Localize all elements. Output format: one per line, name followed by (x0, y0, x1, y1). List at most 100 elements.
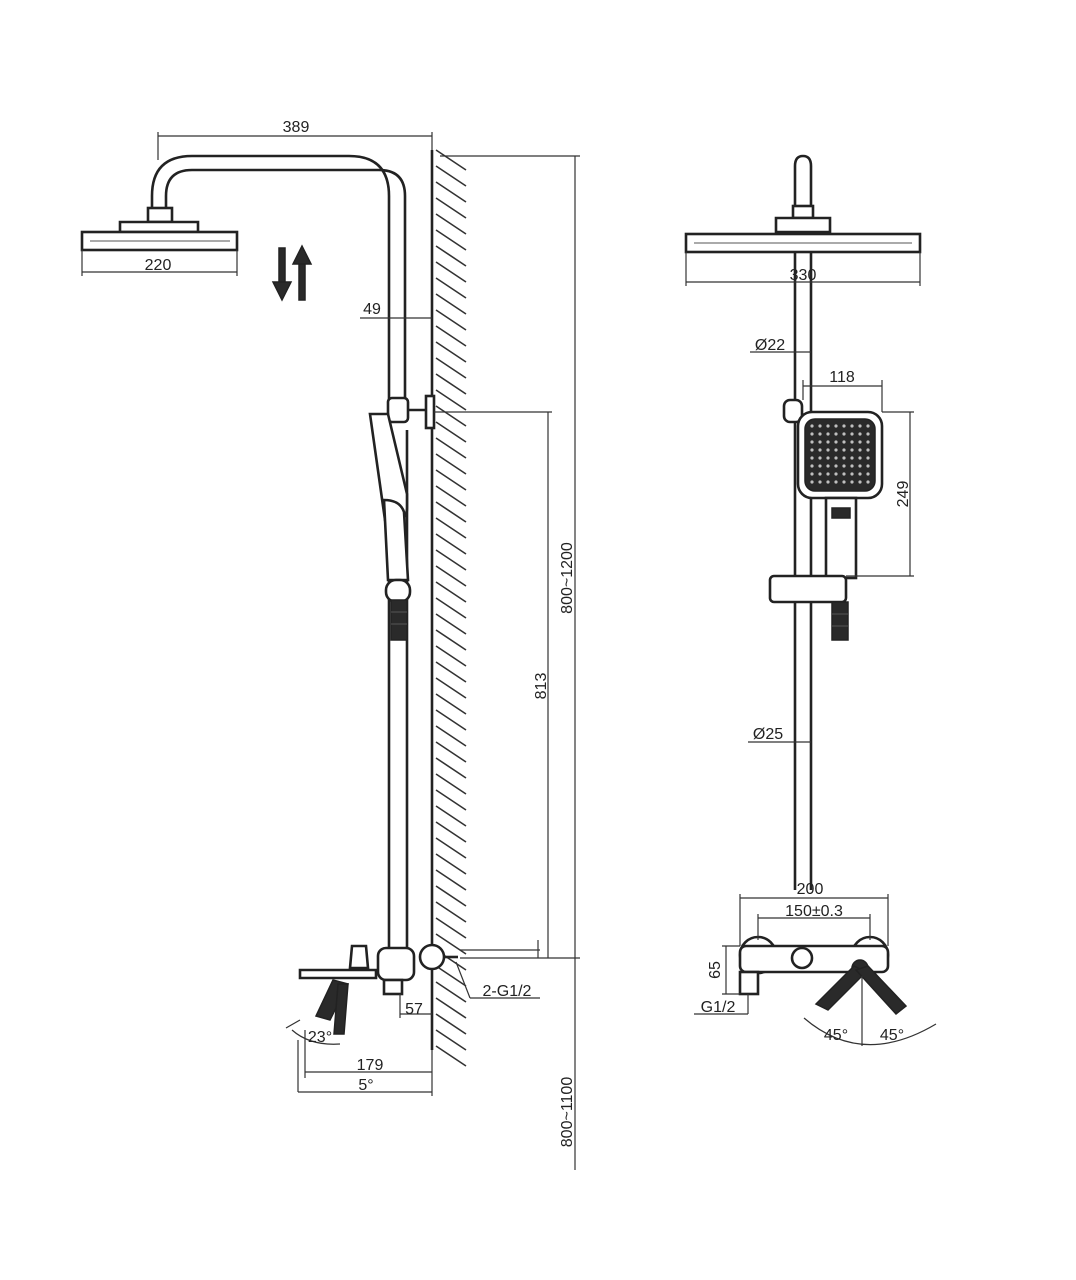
hatch-line (435, 757, 467, 779)
dim-center-distance: 150±0.3 (785, 903, 843, 920)
hatch-line (435, 197, 467, 219)
hatch-line (435, 213, 467, 235)
nozzle-dot (826, 432, 830, 436)
hatch-line (435, 1045, 467, 1067)
nozzle-dot (842, 424, 846, 428)
nozzle-dot (850, 424, 854, 428)
nozzle-dot (858, 472, 862, 476)
hatch-line (435, 613, 467, 635)
dim-lower-pipe: Ø25 (753, 726, 783, 743)
dim-head-width: 220 (145, 257, 172, 274)
hatch-line (435, 469, 467, 491)
dim-lever-left: 45° (824, 1027, 848, 1044)
hatch-line (435, 773, 467, 795)
hatch-line (435, 421, 467, 443)
hatch-line (435, 853, 467, 875)
front-riser-pipe (793, 252, 813, 890)
wall (430, 149, 467, 1067)
hatch-line (435, 1013, 467, 1035)
hatch-line (435, 709, 467, 731)
hatch-line (435, 357, 467, 379)
hatch-line (435, 997, 467, 1019)
nozzle-dot (818, 432, 822, 436)
side-view: 389 220 49 800~1200 813 2-G1/2 57 23° 17… (80, 119, 580, 1170)
nozzle-dot (842, 480, 846, 484)
nozzle-dot (850, 472, 854, 476)
hatch-line (435, 549, 467, 571)
hatch-line (435, 565, 467, 587)
hatch-line (435, 661, 467, 683)
hatch-line (435, 629, 467, 651)
hatch-line (435, 581, 467, 603)
nozzle-dot (866, 440, 870, 444)
hatch-line (435, 917, 467, 939)
nozzle-dot (858, 456, 862, 460)
nozzle-dot (850, 480, 854, 484)
nozzle-dot (866, 424, 870, 428)
nozzle-dot (810, 472, 814, 476)
dim-thread: G1/2 (701, 999, 736, 1016)
nozzle-dot (858, 480, 862, 484)
hatch-line (435, 645, 467, 667)
dim-lever-right: 45° (880, 1027, 904, 1044)
nozzle-dot (866, 472, 870, 476)
hatch-line (435, 325, 467, 347)
nozzle-dot (810, 440, 814, 444)
nozzle-dot (834, 456, 838, 460)
nozzle-dot (858, 448, 862, 452)
nozzle-dot (834, 432, 838, 436)
nozzle-dot (818, 472, 822, 476)
nozzle-dot (826, 472, 830, 476)
nozzle-dot (850, 464, 854, 468)
nozzle-dot (818, 448, 822, 452)
hatch-line (435, 677, 467, 699)
hatch-line (435, 981, 467, 1003)
nozzle-dot (826, 456, 830, 460)
dim-height-range: 800~1200 (559, 542, 576, 614)
hatch-line (435, 933, 467, 955)
hatch-line (435, 885, 467, 907)
nozzle-dot (810, 432, 814, 436)
nozzle-dot (850, 432, 854, 436)
hand-shower (368, 412, 412, 641)
hatch-line (435, 293, 467, 315)
dim-mixer-width: 200 (797, 881, 824, 898)
nozzle-dot (810, 456, 814, 460)
hatch-line (435, 181, 467, 203)
hatch-line (435, 245, 467, 267)
hatch-line (435, 229, 467, 251)
nozzle-dot (842, 440, 846, 444)
hatch-line (435, 805, 467, 827)
hatch-line (435, 389, 467, 411)
nozzle-dot (818, 480, 822, 484)
nozzle-dot (826, 448, 830, 452)
hatch-line (435, 725, 467, 747)
hatch-line (435, 901, 467, 923)
nozzle-dot (858, 440, 862, 444)
nozzle-dot (826, 440, 830, 444)
nozzle-dot (842, 472, 846, 476)
front-hand-shower (768, 398, 884, 641)
front-view: 330 Ø22 118 249 Ø25 200 150±0.3 65 G1/2 … (684, 154, 937, 1046)
nozzle-dot (818, 424, 822, 428)
nozzle-dot (858, 432, 862, 436)
dim-spout-length: 179 (357, 1057, 384, 1074)
dim-width-total: 389 (283, 119, 310, 136)
wall-hatching (435, 149, 467, 1067)
dim-bracket-height: 813 (533, 673, 550, 700)
slide-arrows-icon (271, 244, 313, 302)
nozzle-dot (826, 424, 830, 428)
nozzle-dot (842, 448, 846, 452)
nozzle-dot (866, 456, 870, 460)
hatch-line (435, 453, 467, 475)
nozzle-dot (810, 480, 814, 484)
nozzle-dot (818, 440, 822, 444)
nozzle-dot (866, 448, 870, 452)
dim-floor-height: 800~1100 (559, 1077, 576, 1148)
side-dimension-lines (81, 132, 580, 1170)
nozzle-dot (810, 448, 814, 452)
nozzle-dot (810, 424, 814, 428)
nozzle-dot (858, 464, 862, 468)
front-overhead-shower-head (684, 232, 922, 254)
